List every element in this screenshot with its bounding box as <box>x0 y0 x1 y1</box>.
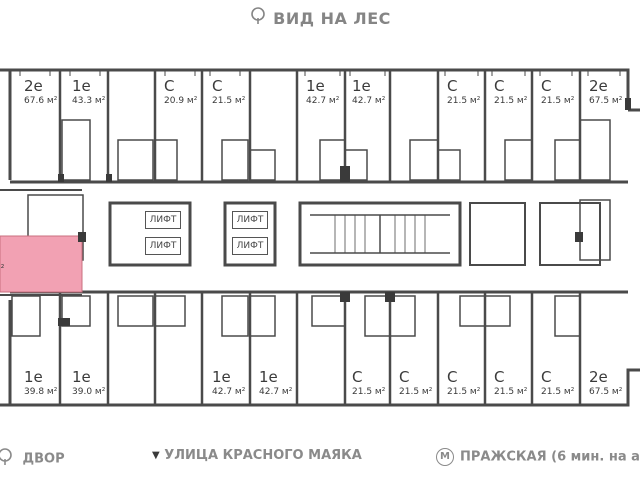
lift-label: ЛИФТ <box>145 211 181 229</box>
legend-metro-text: ПРАЖСКАЯ (6 мин. на авто) <box>460 449 640 465</box>
legend-metro: М ПРАЖСКАЯ (6 мин. на авто) <box>436 448 640 466</box>
unit-area: 21.5 м² <box>352 387 386 397</box>
legend-yard-text: ДВОР <box>22 451 65 467</box>
unit-type: С <box>447 77 458 95</box>
selected-unit[interactable]: м² <box>0 262 4 274</box>
unit-type: 1е <box>72 77 91 95</box>
unit-type: С <box>352 368 363 386</box>
unit-area: 21.5 м² <box>494 96 528 106</box>
unit-area: 39.8 м² <box>24 387 58 397</box>
unit-type: 2е <box>589 77 608 95</box>
unit-area: 42.7 м² <box>306 96 340 106</box>
unit-area: 42.7 м² <box>212 387 246 397</box>
unit-type: 2е <box>24 77 43 95</box>
lift-label: ЛИФТ <box>232 211 268 229</box>
unit-type: 2е <box>589 368 608 386</box>
unit-area: 43.3 м² <box>72 96 106 106</box>
unit-type: С <box>447 368 458 386</box>
unit-area: 67.5 м² <box>589 96 623 106</box>
tree-icon <box>0 448 23 470</box>
legend-street-text: УЛИЦА КРАСНОГО МАЯКА <box>164 448 362 463</box>
unit-area: 21.5 м² <box>212 96 246 106</box>
selected-unit-area: м² <box>0 264 5 274</box>
selected-unit-highlight <box>0 235 83 293</box>
unit-type: 1е <box>72 368 91 386</box>
unit-type: 1е <box>306 77 325 95</box>
unit-type: 1е <box>259 368 278 386</box>
unit-type: С <box>541 77 552 95</box>
view-label-text: ВИД НА ЛЕС <box>273 8 391 28</box>
unit-area: 21.5 м² <box>399 387 433 397</box>
unit-area: 42.7 м² <box>259 387 293 397</box>
unit-area: 42.7 м² <box>352 96 386 106</box>
unit-type: 1е <box>352 77 371 95</box>
unit-type: С <box>541 368 552 386</box>
unit-type: 1е <box>24 368 43 386</box>
legend-yard: ДВОР <box>0 448 65 470</box>
unit-type: С <box>494 368 505 386</box>
unit-area: 21.5 м² <box>541 96 575 106</box>
unit-area: 39.0 м² <box>72 387 106 397</box>
unit-area: 21.5 м² <box>541 387 575 397</box>
unit-type: 1е <box>212 368 231 386</box>
view-label: ВИД НА ЛЕС <box>0 7 640 29</box>
unit-type: С <box>494 77 505 95</box>
unit-area: 21.5 м² <box>447 96 481 106</box>
unit-area: 67.6 м² <box>24 96 58 106</box>
unit-area: 20.9 м² <box>164 96 198 106</box>
unit-area: 21.5 м² <box>447 387 481 397</box>
legend-street: ▼ УЛИЦА КРАСНОГО МАЯКА <box>152 448 362 463</box>
unit-type: С <box>212 77 223 95</box>
lift-label: ЛИФТ <box>145 237 181 255</box>
tree-icon <box>249 7 267 29</box>
triangle-down-icon: ▼ <box>152 450 160 461</box>
unit-area: 67.5 м² <box>589 387 623 397</box>
metro-icon: М <box>436 448 454 466</box>
lift-label: ЛИФТ <box>232 237 268 255</box>
unit-area: 21.5 м² <box>494 387 528 397</box>
unit-type: С <box>399 368 410 386</box>
unit-type: С <box>164 77 175 95</box>
